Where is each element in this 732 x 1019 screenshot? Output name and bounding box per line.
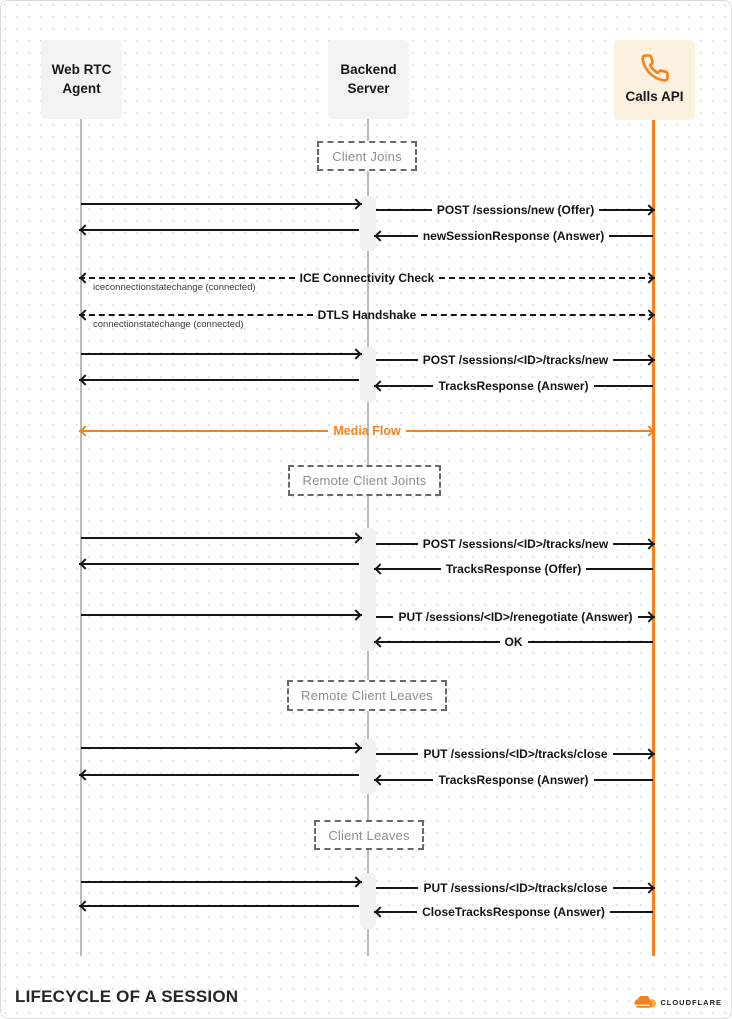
actor-calls-api: Calls API — [614, 40, 695, 120]
message-label: PUT /sessions/<ID>/tracks/close — [423, 747, 608, 761]
activation-bar — [360, 196, 376, 251]
message-arrow-dtls-handshake: DTLS Handshake — [79, 308, 656, 322]
activation-bar — [360, 528, 376, 651]
message-label: POST /sessions/new (Offer) — [436, 203, 595, 217]
cloudflare-cloud-icon — [634, 994, 657, 1009]
actor-backend-server: Backend Server — [328, 40, 409, 119]
message-arrow-webrtc-to-backend — [81, 532, 362, 544]
section-remote-client-joints: Remote Client Joints — [288, 465, 441, 496]
message-arrow-tracks-response-offer: TracksResponse (Offer) — [374, 562, 654, 576]
message-arrow-backend-to-webrtc — [79, 558, 359, 570]
message-arrow-webrtc-to-backend — [81, 876, 362, 888]
cloudflare-logo: CLOUDFLARE — [634, 994, 722, 1009]
message-arrow-tracks-response: TracksResponse (Answer) — [374, 379, 653, 393]
message-arrow-backend-to-webrtc — [79, 769, 359, 781]
actor-label: Web RTC Agent — [51, 62, 112, 96]
section-label: Client Leaves — [328, 827, 410, 843]
message-arrow-ice-connectivity-check: ICE Connectivity Check — [79, 271, 656, 285]
message-arrow-webrtc-to-backend — [81, 198, 362, 210]
phone-icon — [640, 53, 670, 83]
message-label: PUT /sessions/<ID>/tracks/close — [423, 881, 608, 895]
message-arrow-webrtc-to-backend — [81, 609, 362, 621]
actor-label: Backend Server — [340, 62, 397, 96]
message-label: DTLS Handshake — [317, 308, 417, 322]
actor-label: Calls API — [625, 89, 684, 105]
event-sublabel: iceconnectionstatechange (connected) — [93, 282, 256, 293]
diagram-title: LIFECYCLE OF A SESSION — [15, 987, 239, 1006]
activation-bar — [360, 873, 376, 929]
section-client-leaves: Client Leaves — [314, 820, 424, 850]
message-label: Media Flow — [333, 424, 401, 438]
message-label: PUT /sessions/<ID>/renegotiate (Answer) — [398, 610, 633, 624]
message-arrow-tracks-response: TracksResponse (Answer) — [374, 773, 653, 787]
lifeline-calls-api — [652, 120, 655, 956]
message-label: CloseTracksResponse (Answer) — [422, 905, 605, 919]
message-arrow-media-flow: Media Flow — [79, 424, 655, 438]
section-label: Remote Client Joints — [302, 473, 427, 488]
message-label: TracksResponse (Offer) — [445, 562, 582, 576]
activation-bar — [360, 739, 376, 794]
activation-bar — [360, 347, 376, 402]
message-label: ICE Connectivity Check — [299, 271, 435, 285]
message-label: TracksResponse (Answer) — [438, 379, 589, 393]
message-arrow-backend-to-webrtc — [79, 224, 359, 236]
message-arrow-put-tracks-close: PUT /sessions/<ID>/tracks/close — [376, 881, 656, 895]
message-arrow-new-session-response: newSessionResponse (Answer) — [374, 229, 654, 243]
event-sublabel: connectionstatechange (connected) — [93, 319, 244, 330]
section-client-joins: Client Joins — [317, 141, 417, 171]
message-arrow-post-tracks-new: POST /sessions/<ID>/tracks/new — [376, 353, 656, 367]
message-arrow-ok: OK — [374, 635, 653, 649]
message-arrow-backend-to-webrtc — [79, 900, 359, 912]
message-label: POST /sessions/<ID>/tracks/new — [422, 537, 609, 551]
message-arrow-webrtc-to-backend — [81, 348, 362, 360]
message-arrow-put-renegotiate: PUT /sessions/<ID>/renegotiate (Answer) — [376, 610, 656, 624]
message-arrow-put-tracks-close: PUT /sessions/<ID>/tracks/close — [376, 747, 656, 761]
message-label: TracksResponse (Answer) — [438, 773, 589, 787]
section-label: Remote Client Leaves — [301, 688, 433, 703]
message-arrow-post-sessions-new: POST /sessions/new (Offer) — [376, 203, 655, 217]
message-arrow-backend-to-webrtc — [79, 374, 359, 386]
message-arrow-close-tracks-response: CloseTracksResponse (Answer) — [374, 905, 653, 919]
section-remote-client-leaves: Remote Client Leaves — [287, 680, 447, 711]
message-label: OK — [504, 635, 523, 649]
message-label: newSessionResponse (Answer) — [422, 229, 605, 243]
actor-webrtc-agent: Web RTC Agent — [41, 40, 122, 119]
section-label: Client Joins — [332, 148, 402, 164]
cloudflare-wordmark: CLOUDFLARE — [660, 998, 722, 1007]
message-arrow-webrtc-to-backend — [81, 742, 362, 754]
message-label: POST /sessions/<ID>/tracks/new — [422, 353, 609, 367]
message-arrow-post-tracks-new: POST /sessions/<ID>/tracks/new — [376, 537, 656, 551]
